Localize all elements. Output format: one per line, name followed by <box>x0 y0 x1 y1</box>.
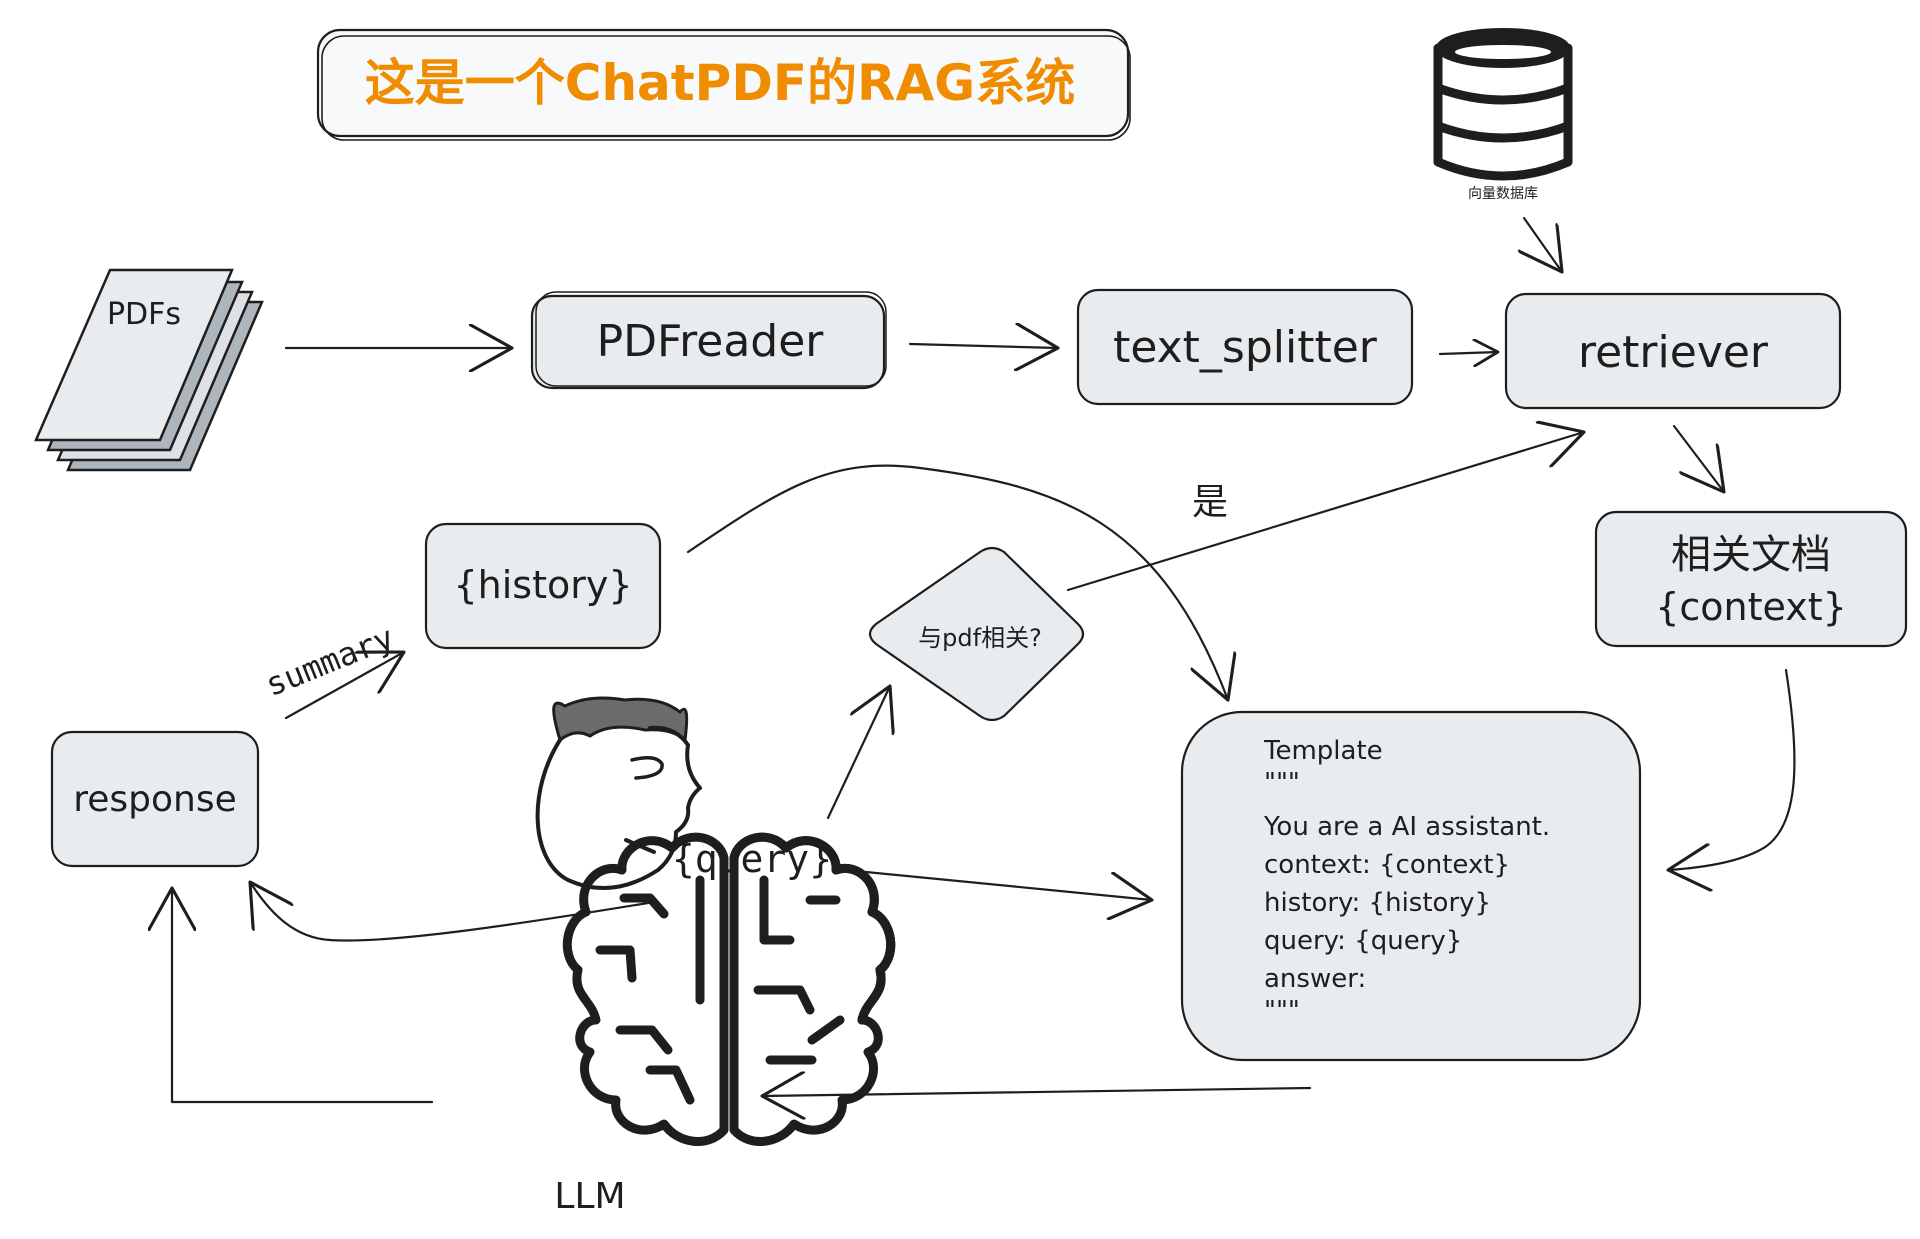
edge-llm-to-response <box>172 888 434 1104</box>
edge-context-to-template <box>1668 668 1796 870</box>
edge-query-to-response <box>250 882 656 942</box>
text-splitter-label: text_splitter <box>1113 322 1378 373</box>
decision-label: 与pdf相关? <box>918 624 1042 652</box>
edge-template-to-llm <box>762 1088 1312 1096</box>
decision-node: 与pdf相关? <box>868 546 1085 722</box>
llm-label: LLM <box>554 1176 625 1217</box>
edge-query-to-decision <box>826 686 890 820</box>
title-banner: 这是一个ChatPDF的RAG系统 <box>316 28 1131 141</box>
template-line-0: Template <box>1263 736 1383 766</box>
edge-retriever-to-context <box>1672 424 1724 492</box>
template-line-1: """ <box>1264 768 1300 798</box>
template-line-3: context: {context} <box>1264 850 1510 880</box>
edge-history-to-template <box>686 464 1228 700</box>
edge-vectordb-to-retriever <box>1524 216 1562 272</box>
vector-db-label: 向量数据库 <box>1468 186 1538 202</box>
brain-circuit-icon <box>562 832 896 1146</box>
edge-textsplitter-to-retriever <box>1438 352 1498 354</box>
yes-label: 是 <box>1192 482 1228 523</box>
edge-decision-to-retriever <box>1066 432 1584 592</box>
text-splitter-node: text_splitter <box>1076 288 1414 406</box>
template-line-4: history: {history} <box>1264 888 1491 918</box>
template-line-6: answer: <box>1264 964 1366 994</box>
response-label: response <box>73 779 237 820</box>
history-node: {history} <box>424 522 662 650</box>
history-label: {history} <box>453 563 632 607</box>
context-label-line2: {context} <box>1655 585 1847 629</box>
edge-pdfreader-to-textsplitter <box>908 344 1058 348</box>
database-icon <box>1433 28 1573 181</box>
retriever-label: retriever <box>1578 327 1769 378</box>
edge-query-to-template <box>864 870 1152 900</box>
pdfs-label: PDFs <box>107 297 181 332</box>
template-line-5: query: {query} <box>1264 926 1462 956</box>
diagram-title: 这是一个ChatPDF的RAG系统 <box>365 54 1075 112</box>
edge-response-to-history <box>284 652 404 720</box>
retriever-node: retriever <box>1504 292 1842 410</box>
response-node: response <box>50 730 260 868</box>
template-line-7: """ <box>1264 996 1300 1026</box>
context-node: 相关文档 {context} <box>1594 510 1908 648</box>
edges <box>172 216 1796 1104</box>
pdfreader-node: PDFreader <box>530 291 887 390</box>
template-node: Template """ You are a AI assistant. con… <box>1180 710 1642 1062</box>
template-line-2: You are a AI assistant. <box>1263 812 1550 842</box>
person-head-icon <box>535 696 702 890</box>
summary-label: summary <box>260 618 399 704</box>
pdfreader-label: PDFreader <box>597 316 825 367</box>
context-label-line1: 相关文档 <box>1671 532 1831 578</box>
document-stack-icon <box>34 268 264 472</box>
